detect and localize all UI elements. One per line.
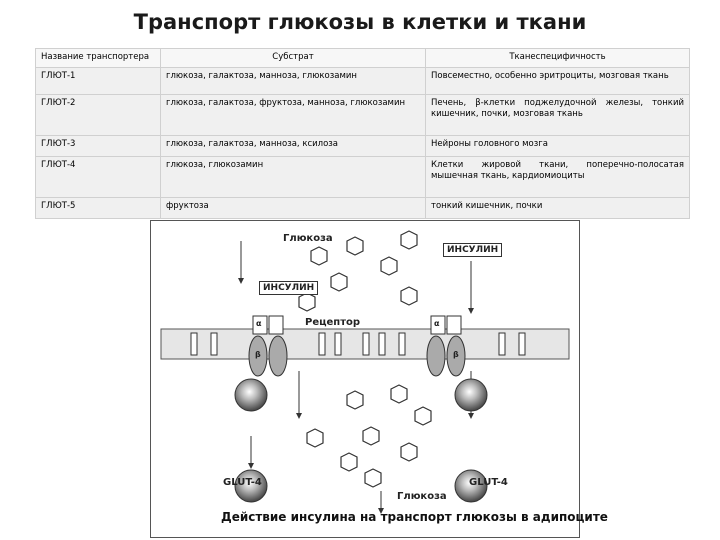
cell-substrate: глюкоза, галактоза, фруктоза, манноза, г… [161,95,425,135]
glut-table: Название транспортера Субстрат Тканеспец… [35,48,690,219]
cell-name: ГЛЮТ-2 [36,95,160,135]
cell-name: ГЛЮТ-1 [36,68,160,94]
table-row: ГЛЮТ-2 глюкоза, галактоза, фруктоза, ман… [36,95,689,135]
insulin-label-right: ИНСУЛИН [443,243,503,257]
cell-tissue: Повсеместно, особенно эритроциты, мозгов… [426,68,689,94]
glucose-label-top: Глюкоза [283,233,333,244]
header-name: Название транспортера [36,49,160,67]
glut4-vesicles [234,378,488,503]
table-row: ГЛЮТ-1 глюкоза, галактоза, манноза, глюк… [36,68,689,94]
table-row: ГЛЮТ-5 фруктоза тонкий кишечник, почки [36,198,689,218]
cell-name: ГЛЮТ-5 [36,198,160,218]
cell-substrate: глюкоза, галактоза, манноза, ксилоза [161,136,425,156]
receptor-label: Рецептор [305,317,361,328]
header-tissue: Тканеспецифичность [426,49,689,67]
figure-caption: Действие инсулина на транспорт глюкозы в… [221,510,608,524]
glucose-label-bottom: Глюкоза [397,491,447,502]
insulin-label-left: ИНСУЛИН [259,281,319,295]
insulin-receptor-right [426,315,466,377]
cell-tissue: Печень, β-клетки поджелудочной железы, т… [426,95,689,135]
cell-tissue: Клетки жировой ткани, поперечно-полосата… [426,157,689,197]
alpha-label-right: α [434,319,440,328]
cell-substrate: фруктоза [161,198,425,218]
table-row: ГЛЮТ-3 глюкоза, галактоза, манноза, ксил… [36,136,689,156]
cell-substrate: глюкоза, галактоза, манноза, глюкозамин [161,68,425,94]
beta-label-left: β [255,350,261,359]
cell-substrate: глюкоза, глюкозамин [161,157,425,197]
table-header-row: Название транспортера Субстрат Тканеспец… [36,49,689,67]
cell-tissue: тонкий кишечник, почки [426,198,689,218]
beta-label-right: β [453,350,459,359]
glut4-label-left: GLUT-4 [223,477,262,488]
page-title: Транспорт глюкозы в клетки и ткани [133,10,587,34]
insulin-diagram: Глюкоза ИНСУЛИН ИНСУЛИН Рецептор α α β β… [150,220,608,538]
cell-name: ГЛЮТ-3 [36,136,160,156]
insulin-receptor-left [248,315,288,377]
glut4-in-membrane [190,332,526,356]
alpha-label-left: α [256,319,262,328]
cell-tissue: Нейроны головного мозга [426,136,689,156]
header-substrate: Субстрат [161,49,425,67]
cell-name: ГЛЮТ-4 [36,157,160,197]
table-row: ГЛЮТ-4 глюкоза, глюкозамин Клетки жирово… [36,157,689,197]
glut4-label-right: GLUT-4 [469,477,508,488]
diagram-drawing [160,230,570,514]
